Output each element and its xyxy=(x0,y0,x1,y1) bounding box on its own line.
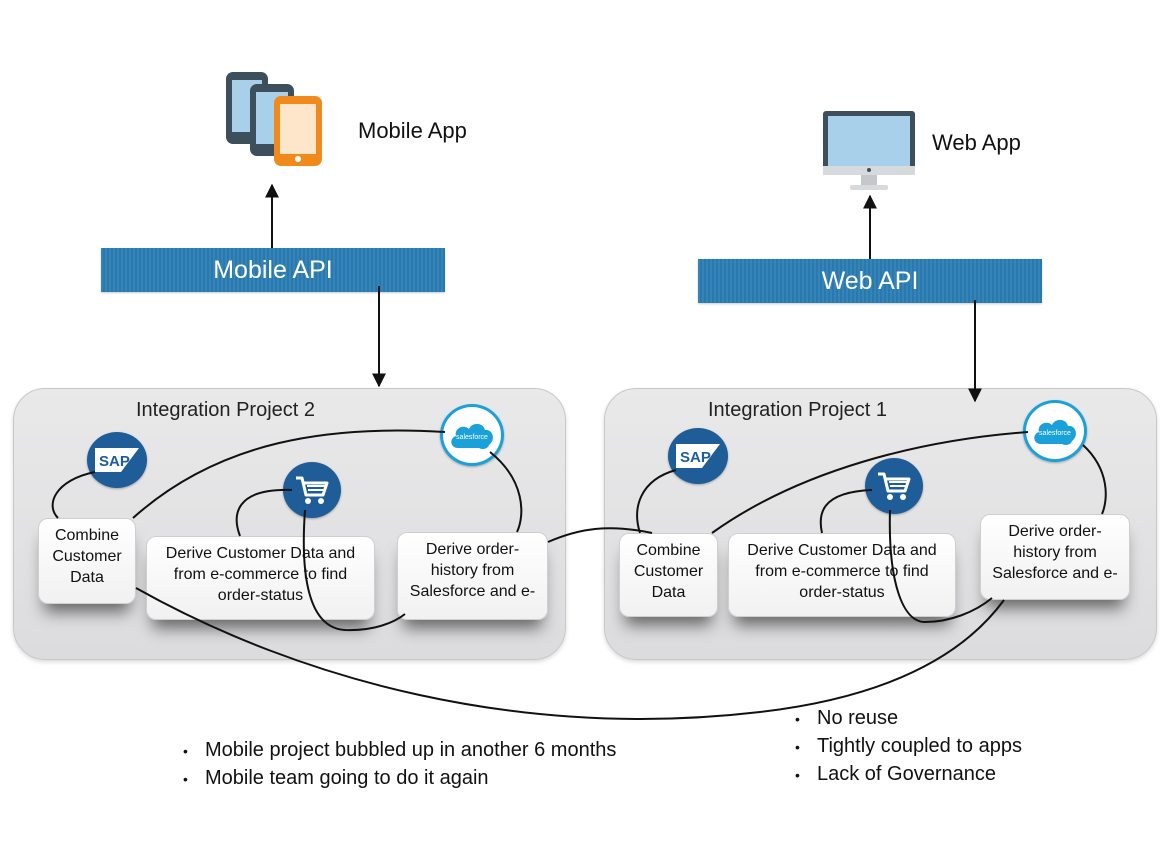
bullet-icon: • xyxy=(183,743,188,759)
task-derive-order-history: Derive order- history from Salesforce an… xyxy=(980,514,1130,600)
bullet-icon: • xyxy=(183,771,188,787)
web-api-bar: Web API xyxy=(698,259,1042,303)
list-item: •No reuse xyxy=(795,704,1022,732)
project-title: Integration Project 2 xyxy=(136,399,315,421)
project-title: Integration Project 1 xyxy=(708,399,887,421)
sap-logo-icon: SAP xyxy=(668,428,728,484)
sap-logo-icon: SAP xyxy=(87,432,147,488)
list-item: •Mobile project bubbled up in another 6 … xyxy=(183,736,616,764)
bullet-list-right: •No reuse •Tightly coupled to apps •Lack… xyxy=(795,704,1022,788)
svg-text:salesforce: salesforce xyxy=(1039,430,1071,437)
svg-text:SAP: SAP xyxy=(680,449,711,466)
shopping-cart-icon xyxy=(865,458,923,514)
web-app-label: Web App xyxy=(932,130,1021,155)
task-combine-customer-data: Combine Customer Data xyxy=(619,533,718,617)
task-derive-order-history: Derive order- history from Salesforce an… xyxy=(397,532,548,620)
mobile-api-bar: Mobile API xyxy=(101,248,445,292)
list-item: •Tightly coupled to apps xyxy=(795,732,1022,760)
salesforce-logo-icon: salesforce xyxy=(1023,400,1087,462)
task-combine-customer-data: Combine Customer Data xyxy=(38,518,136,604)
bullet-icon: • xyxy=(795,767,800,783)
task-derive-customer-data: Derive Customer Data and from e-commerce… xyxy=(728,533,956,617)
list-item: •Lack of Governance xyxy=(795,760,1022,788)
mobile-api-label: Mobile API xyxy=(213,255,333,284)
salesforce-logo-icon: salesforce xyxy=(440,404,504,466)
bullet-list-left: •Mobile project bubbled up in another 6 … xyxy=(183,736,616,792)
mobile-app-label: Mobile App xyxy=(358,118,467,143)
shopping-cart-icon xyxy=(283,462,341,518)
svg-text:SAP: SAP xyxy=(99,453,130,470)
task-derive-customer-data: Derive Customer Data and from e-commerce… xyxy=(146,536,375,620)
bullet-icon: • xyxy=(795,711,800,727)
web-api-label: Web API xyxy=(821,266,919,295)
mobile-devices-icon xyxy=(222,70,324,168)
list-item: •Mobile team going to do it again xyxy=(183,764,616,792)
svg-text:salesforce: salesforce xyxy=(456,434,488,441)
bullet-icon: • xyxy=(795,739,800,755)
desktop-monitor-icon xyxy=(822,110,916,192)
